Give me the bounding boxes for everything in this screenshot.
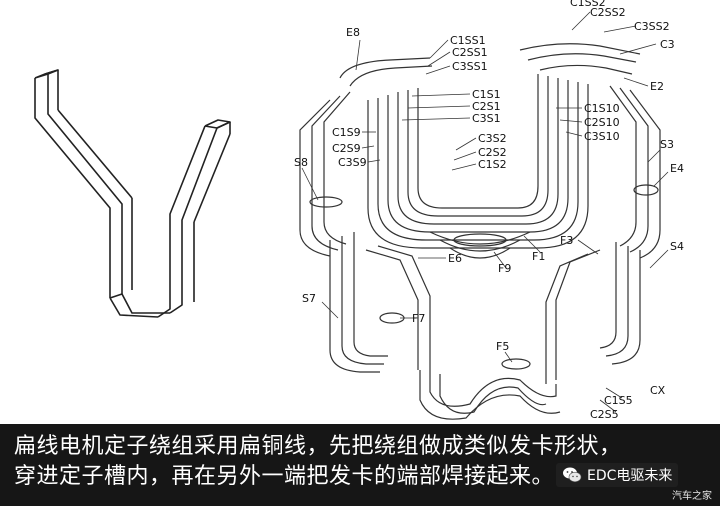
label-e4: E4: [670, 162, 684, 175]
label-e6: E6: [448, 252, 462, 265]
label-s3: S3: [660, 138, 674, 151]
watermark-brand-text: EDC电驱未来: [587, 468, 673, 484]
label-s4: S4: [670, 240, 684, 253]
label-c3s10: C3S10: [584, 130, 620, 143]
caption-line-1: 扁线电机定子绕组采用扁铜线，先把绕组做成类似发卡形状，: [14, 434, 622, 459]
label-c1s2: C1S2: [478, 158, 507, 171]
label-c3ss2: C3SS2: [634, 20, 670, 33]
hairpin-illustration: [34, 69, 231, 318]
label-f1: F1: [532, 250, 545, 263]
label-f9: F9: [498, 262, 511, 275]
caption-line-2: 穿进定子槽内，再在另外一端把发卡的端部焊接起来。: [14, 464, 555, 489]
label-c2s9: C2S9: [332, 142, 361, 155]
label-e8: E8: [346, 26, 360, 39]
label-s7: S7: [302, 292, 316, 305]
label-e2: E2: [650, 80, 664, 93]
watermark-site: 汽车之家: [672, 491, 712, 502]
label-f7: F7: [412, 312, 425, 325]
label-c3: C3: [660, 38, 675, 51]
label-c1s5: C1S5: [604, 394, 633, 407]
label-c2ss1: C2SS1: [452, 46, 488, 59]
label-s8: S8: [294, 156, 308, 169]
label-c2s10: C2S10: [584, 116, 620, 129]
label-c1ss1: C1SS1: [450, 34, 486, 47]
label-c1s10: C1S10: [584, 102, 620, 115]
label-c1s1: C1S1: [472, 88, 501, 101]
label-f5: F5: [496, 340, 509, 353]
label-c2ss2: C2SS2: [590, 6, 626, 19]
label-c2s2: C2S2: [478, 146, 507, 159]
label-c3s2: C3S2: [478, 132, 507, 145]
wechat-icon: [563, 467, 582, 483]
label-c1s9: C1S9: [332, 126, 361, 139]
label-c3ss1: C3SS1: [452, 60, 488, 73]
leader-lines: [301, 11, 669, 413]
label-c2s1: C2S1: [472, 100, 501, 113]
label-c2s5: C2S5: [590, 408, 619, 421]
label-c1ss2: C1SS2: [570, 0, 606, 9]
label-f3: F3: [560, 234, 573, 247]
label-cx: CX: [650, 384, 666, 397]
watermark-brand: EDC电驱未来: [556, 463, 679, 487]
stator-winding-illustration: [299, 43, 661, 420]
figure-labels: C1SS2 C2SS2 C3SS2 C3 E8 C1SS1 C2SS1 C3SS…: [294, 0, 684, 421]
label-c3s9: C3S9: [338, 156, 367, 169]
label-c3s1: C3S1: [472, 112, 501, 125]
